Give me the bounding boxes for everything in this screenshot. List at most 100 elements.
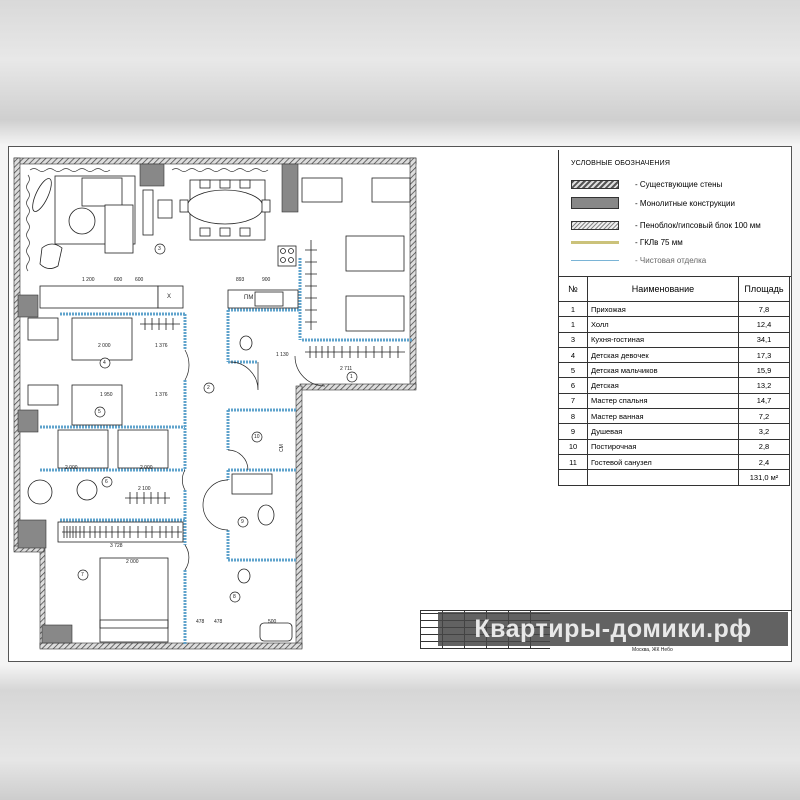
room-number: 1 bbox=[558, 300, 588, 318]
dimension: 2 711 bbox=[340, 366, 353, 372]
room-number: 4 bbox=[558, 346, 588, 364]
total-area: 131,0 м² bbox=[738, 469, 790, 486]
monolithic-columns bbox=[17, 163, 299, 644]
hatched-swatch-icon bbox=[571, 179, 619, 189]
exterior-walls bbox=[13, 157, 417, 650]
dimension: 478 bbox=[196, 619, 205, 625]
room-name: Детская девочек bbox=[587, 346, 739, 364]
dimension: 900 bbox=[262, 277, 271, 283]
table-total-row: 131,0 м² bbox=[558, 469, 790, 486]
room-marker: 4 bbox=[103, 360, 106, 366]
room-area: 2,4 bbox=[738, 453, 790, 471]
legend: УСЛОВНЫЕ ОБОЗНАЧЕНИЯ - Существующие стен… bbox=[558, 150, 791, 277]
room-name: Холл bbox=[587, 316, 739, 333]
room-marker: 7 bbox=[81, 572, 84, 578]
legend-item-monolithic: - Монолитные конструкции bbox=[571, 197, 735, 209]
door-swings bbox=[181, 349, 326, 571]
label-fridge: Х bbox=[167, 294, 172, 300]
room-name: Кухня-гостиная bbox=[587, 331, 739, 348]
dimension: 1 376 bbox=[155, 392, 168, 398]
legend-item-finish: - Чистовая отделка bbox=[571, 254, 706, 266]
header-number: № bbox=[558, 276, 588, 302]
dimension: 893 bbox=[236, 277, 245, 283]
room-marker: 5 bbox=[98, 409, 101, 415]
dimension: 1 200 bbox=[82, 277, 95, 283]
room-number: 9 bbox=[558, 423, 588, 440]
dimension: 3 728 bbox=[110, 543, 123, 549]
dimension: 2 000 bbox=[126, 559, 139, 565]
room-name: Прихожая bbox=[587, 300, 739, 318]
fine-hatched-swatch-icon bbox=[571, 220, 619, 230]
label-washer-2: СМ bbox=[278, 444, 285, 452]
room-number: 10 bbox=[558, 438, 588, 455]
room-name: Детская мальчиков bbox=[587, 362, 739, 379]
watermark: Квартиры-домики.рф bbox=[438, 612, 788, 646]
wardrobe-hangers bbox=[62, 240, 405, 538]
legend-label: - ГКЛв 75 мм bbox=[635, 237, 683, 247]
blue-line-swatch-icon bbox=[571, 259, 619, 261]
room-area: 13,2 bbox=[738, 377, 790, 394]
legend-label: - Чистовая отделка bbox=[635, 255, 707, 265]
label-pm: ПМ bbox=[244, 295, 254, 301]
room-area: 7,2 bbox=[738, 408, 790, 425]
room-area: 12,4 bbox=[738, 316, 790, 333]
room-number: 8 bbox=[558, 408, 588, 425]
room-marker: 6 bbox=[105, 479, 108, 485]
header-name: Наименование bbox=[587, 276, 739, 302]
room-area: 15,9 bbox=[738, 362, 790, 379]
room-name: Гостевой санузел bbox=[587, 453, 739, 471]
dimension: 2 100 bbox=[138, 486, 151, 492]
room-name: Мастер спальня bbox=[587, 392, 739, 410]
dimension: 1 950 bbox=[100, 392, 113, 398]
room-number: 3 bbox=[558, 331, 588, 348]
room-area: 3,2 bbox=[738, 423, 790, 440]
curtains bbox=[26, 168, 269, 272]
dimension: 478 bbox=[214, 619, 223, 625]
solid-swatch-icon bbox=[571, 197, 619, 209]
furniture bbox=[27, 175, 411, 643]
dimension: 2 000 bbox=[140, 465, 153, 471]
room-area: 34,1 bbox=[738, 331, 790, 348]
room-area: 7,8 bbox=[738, 300, 790, 318]
interior-partitions bbox=[40, 258, 412, 645]
room-marker: 8 bbox=[233, 594, 236, 600]
room-area: 17,3 bbox=[738, 346, 790, 364]
dimension: 600 bbox=[114, 277, 123, 283]
room-number: 11 bbox=[558, 453, 588, 471]
table-header: № Наименование Площадь bbox=[558, 276, 790, 302]
legend-label: - Пеноблок/гипсовый блок 100 мм bbox=[635, 220, 761, 230]
room-marker: 3 bbox=[158, 246, 161, 252]
room-marker: 9 bbox=[241, 519, 244, 525]
room-number: 1 bbox=[558, 316, 588, 333]
room-number: 7 bbox=[558, 392, 588, 410]
legend-title: УСЛОВНЫЕ ОБОЗНАЧЕНИЯ bbox=[571, 160, 671, 167]
dimension: 600 bbox=[135, 277, 144, 283]
legend-label: - Существующие стены bbox=[635, 179, 723, 189]
legend-item-foam-block: - Пеноблок/гипсовый блок 100 мм bbox=[571, 219, 761, 231]
dimension: 1 130 bbox=[276, 352, 289, 358]
room-area: 14,7 bbox=[738, 392, 790, 410]
room-area: 2,8 bbox=[738, 438, 790, 455]
dimension: 2 000 bbox=[98, 343, 111, 349]
room-name: Постирочная bbox=[587, 438, 739, 455]
room-name: Детская bbox=[587, 377, 739, 394]
room-name: Мастер ванная bbox=[587, 408, 739, 425]
dimension: 500 bbox=[268, 619, 277, 625]
project-address: Москва, ЖК Небо bbox=[632, 647, 673, 653]
legend-label: - Монолитные конструкции bbox=[635, 198, 735, 208]
yellow-line-swatch-icon bbox=[571, 240, 619, 244]
legend-item-gkl: - ГКЛв 75 мм bbox=[571, 236, 683, 248]
room-number: 5 bbox=[558, 362, 588, 379]
room-marker: 2 bbox=[207, 385, 210, 391]
